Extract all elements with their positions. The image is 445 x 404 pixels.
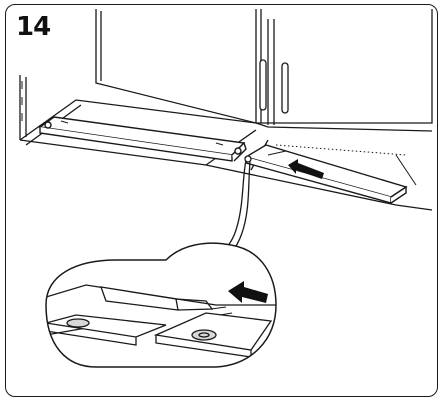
plinth-strip-icon [38,116,247,162]
detail-arrow-icon [228,281,268,303]
instruction-frame: 14 [5,4,438,397]
assembly-illustration [19,9,433,368]
push-direction-arrow-icon [288,159,324,179]
door-handle-icon [259,59,289,114]
step-number: 14 [16,12,51,42]
screw-hole-icon [66,318,90,328]
detail-bubble [45,242,277,368]
sliding-strip [244,144,408,204]
cabinet-doors-icon [19,9,433,140]
